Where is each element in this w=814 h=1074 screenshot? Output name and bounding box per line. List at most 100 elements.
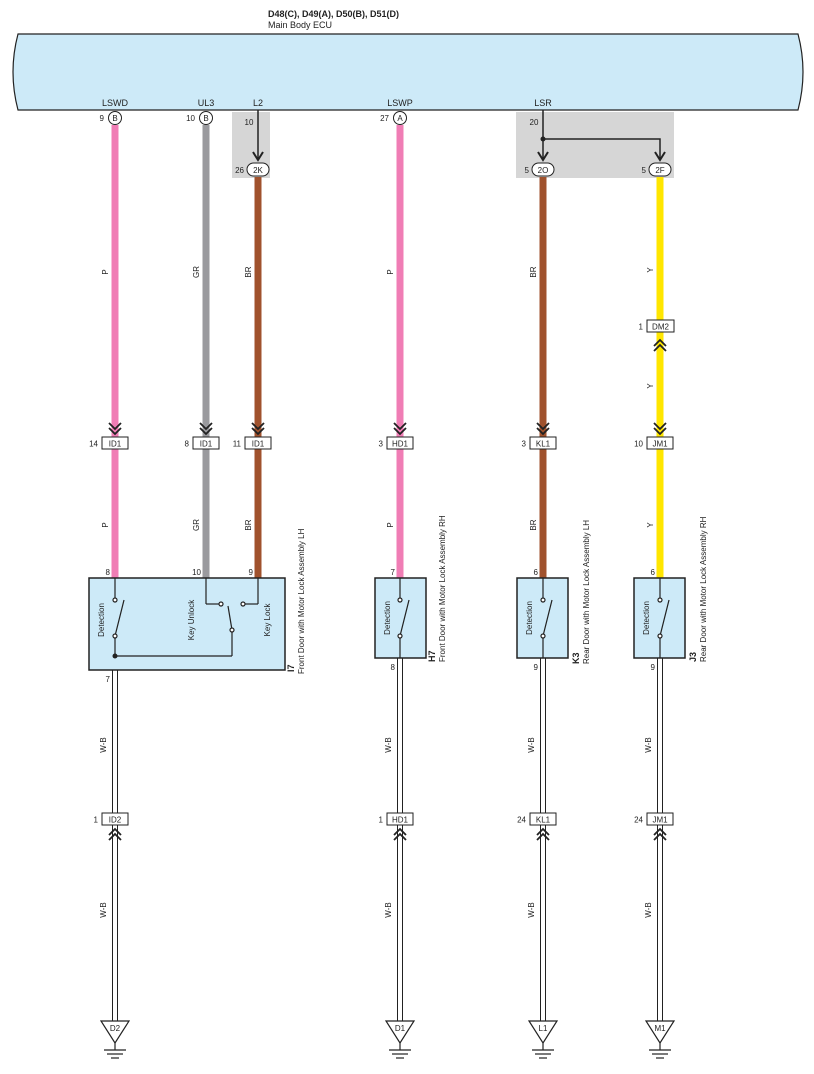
gnd-label-upper-0: W-B xyxy=(99,737,108,752)
junction-2k-pin: 26 xyxy=(235,166,244,175)
wire-label-upper-0: P xyxy=(101,269,110,274)
ecu-conn-lswp xyxy=(393,111,407,125)
component-i7 xyxy=(88,577,286,671)
gnd-conn-3-pin: 24 xyxy=(634,816,643,825)
junction-2o xyxy=(531,162,555,177)
i7-id: I7 xyxy=(286,664,296,672)
gnd-conn-1-pin: 1 xyxy=(379,816,384,825)
i7-gnd-pin: 7 xyxy=(106,675,111,684)
wire-label-lower-5: Y xyxy=(646,522,655,528)
signal-lsr: LSR xyxy=(534,98,552,108)
ecu-pin-ul3: 10 xyxy=(186,114,195,123)
signal-lswp: LSWP xyxy=(387,98,413,108)
ground-d1-label: D1 xyxy=(395,1024,406,1033)
i7-key-switches xyxy=(115,578,259,657)
junction-2k xyxy=(246,162,270,177)
ground-symbol-d2 xyxy=(99,1020,131,1059)
wire-label-lower-2: BR xyxy=(244,519,253,530)
wire-label-upper-2: BR xyxy=(244,266,253,277)
inline-conn-4-label: KL1 xyxy=(536,440,551,449)
j3-gnd-pin: 9 xyxy=(651,663,656,672)
splice-arrow-2o xyxy=(537,151,549,162)
splice-arrow-2f xyxy=(654,151,666,162)
gnd-label-upper-2: W-B xyxy=(527,737,536,752)
junction-2f-label: 2F xyxy=(655,166,664,175)
junction-2o-pin: 5 xyxy=(525,166,530,175)
i7-key-lock-label: Key Lock xyxy=(263,603,272,637)
gnd-connector-3 xyxy=(646,812,674,841)
j3-detection-label: Detection xyxy=(642,601,651,635)
ecu-pin-lswd: 9 xyxy=(100,114,105,123)
ecu-conn-lswd xyxy=(108,111,122,125)
ground-d2-label: D2 xyxy=(110,1024,121,1033)
comp-pin-0: 8 xyxy=(106,568,111,577)
comp-pin-3: 7 xyxy=(391,568,396,577)
comp-pin-1: 10 xyxy=(192,568,201,577)
comp-pin-2: 9 xyxy=(249,568,254,577)
k3-detection-switch xyxy=(540,578,553,658)
inline-conn-2-label: ID1 xyxy=(252,440,265,449)
k3-name: Rear Door with Motor Lock Assembly LH xyxy=(582,520,591,664)
main-body-ecu xyxy=(12,33,804,111)
i7-node xyxy=(112,653,118,659)
j3-name: Rear Door with Motor Lock Assembly RH xyxy=(699,516,708,662)
dm2-connector xyxy=(646,319,675,333)
splice-branch-lsr xyxy=(543,138,661,158)
inline-connector-1 xyxy=(192,422,220,450)
inline-conn-0-label: ID1 xyxy=(109,440,122,449)
ecu-pin-l2: 10 xyxy=(245,118,254,127)
ecu-conn-lswd-label: B xyxy=(112,114,117,123)
ecu-connectors: D48(C), D49(A), D50(B), D51(D) xyxy=(268,9,399,19)
ground-wire-h7 xyxy=(397,658,403,1028)
wire-label-lower-0: P xyxy=(101,522,110,527)
ecu-pin-lsr: 20 xyxy=(530,118,539,127)
inline-connector-3 xyxy=(386,422,414,450)
i7-name: Front Door with Motor Lock Assembly LH xyxy=(297,528,306,674)
ground-wire-j3 xyxy=(657,658,663,1028)
k3-gnd-pin: 9 xyxy=(534,663,539,672)
comp-pin-4: 6 xyxy=(534,568,539,577)
dm2-pin: 1 xyxy=(639,323,644,332)
ecu-conn-ul3-label: B xyxy=(203,114,208,123)
h7-gnd-pin: 8 xyxy=(391,663,396,672)
comp-pin-5: 6 xyxy=(651,568,656,577)
ground-symbol-d1 xyxy=(384,1020,416,1059)
junction-2f xyxy=(648,162,672,177)
inline-conn-0-pin: 14 xyxy=(89,440,98,449)
wire-label-lower-4: BR xyxy=(529,519,538,530)
gnd-conn-0-pin: 1 xyxy=(94,816,99,825)
h7-detection-switch xyxy=(397,578,410,658)
k3-detection-label: Detection xyxy=(525,601,534,635)
inline-conn-2-pin: 11 xyxy=(233,440,242,449)
j3-detection-switch xyxy=(657,578,670,658)
ecu-name: Main Body ECU xyxy=(268,20,332,30)
gnd-connector-2 xyxy=(529,812,557,841)
wire-label-yellow-mid: Y xyxy=(646,383,655,389)
i7-key-unlock-label: Key Unlock xyxy=(187,599,196,640)
junction-2o-label: 2O xyxy=(538,166,549,175)
gnd-label-lower-0: W-B xyxy=(99,902,108,917)
ecu-conn-lswp-label: A xyxy=(397,114,403,123)
signal-lswd: LSWD xyxy=(102,98,129,108)
ecu-pin-lswp: 27 xyxy=(380,114,389,123)
gnd-connector-0 xyxy=(101,812,129,841)
gnd-label-lower-1: W-B xyxy=(384,902,393,917)
splice-arrow-l2 xyxy=(252,151,264,162)
gnd-conn-1-label: HD1 xyxy=(392,816,409,825)
gnd-conn-2-label: KL1 xyxy=(536,816,551,825)
gnd-connector-1 xyxy=(386,812,414,841)
wire-label-upper-1: GR xyxy=(192,266,201,278)
dm2-arrows xyxy=(653,338,667,352)
wire-label-lower-3: P xyxy=(386,522,395,527)
inline-connector-0 xyxy=(101,422,129,450)
gnd-label-lower-2: W-B xyxy=(527,902,536,917)
ground-wire-i7 xyxy=(112,670,118,1028)
inline-connector-4 xyxy=(529,422,557,450)
wire-label-upper-4: BR xyxy=(529,266,538,277)
wire-label-upper-5: Y xyxy=(646,267,655,273)
inline-conn-5-label: JM1 xyxy=(652,440,668,449)
j3-id: J3 xyxy=(688,652,698,662)
k3-id: K3 xyxy=(571,652,581,664)
junction-2f-pin: 5 xyxy=(642,166,647,175)
